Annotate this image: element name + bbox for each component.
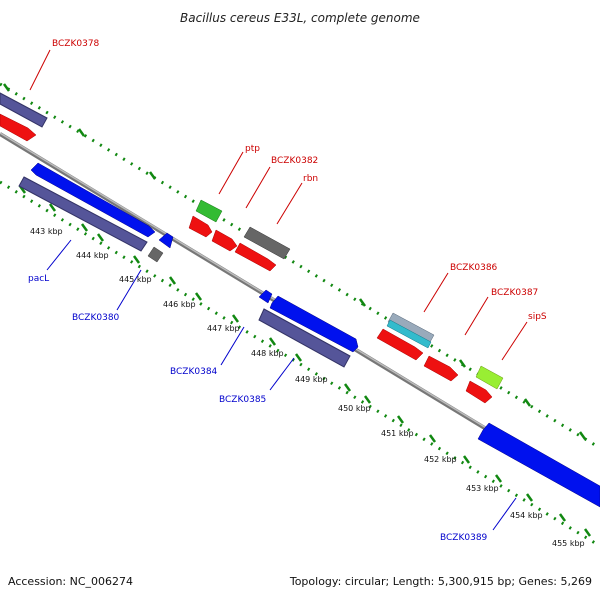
kbp-label: 443 kbp [30,227,63,236]
gene-label-rbn[interactable]: rbn [303,174,318,184]
kbp-label: 450 kbp [338,404,371,413]
gene-label-bczk0385[interactable]: BCZK0385 [219,395,266,405]
cds-ptp-arrow [188,215,213,238]
gene-bczk0385-box [258,308,351,368]
gene-bczk0386-box [386,312,435,349]
kbp-label: 453 kbp [466,484,499,493]
cds-bczk0380-arrow [158,232,174,249]
cds-bczk0387-arrow [423,355,459,382]
cds-bczk0384-arrow [258,289,273,304]
cds-bczk0386-arrow [376,328,424,361]
inner-tick-rail [0,180,600,548]
gene-label-bczk0382[interactable]: BCZK0382 [271,156,318,166]
gene-label-bczk0389[interactable]: BCZK0389 [440,533,488,543]
gene-rbn-box [243,226,291,260]
cds-sips-arrow [465,380,493,404]
gene-sips-box [475,365,504,390]
cds-bczk0382-arrow [211,229,238,252]
gene-label-bczk0378[interactable]: BCZK0378 [52,39,100,49]
gene-ptp-box [195,199,223,223]
reverse-leader-lines [46,239,517,531]
kbp-label: 455 kbp [552,539,585,548]
gene-label-sips[interactable]: sipS [528,312,547,322]
genome-summary-text: Topology: circular; Length: 5,300,915 bp… [289,575,592,588]
cds-bczk0385-arrow [269,295,359,353]
gene-label-bczk0387[interactable]: BCZK0387 [491,288,538,298]
gene-label-bczk0386[interactable]: BCZK0386 [450,263,498,273]
cds-pacl-arrow [30,162,156,238]
kbp-label: 444 kbp [76,251,109,260]
cds-forward-arrow [0,113,37,142]
kbp-label: 448 kbp [251,349,284,358]
gene-bczk0380-box [147,246,164,263]
outer-tick-rail [0,82,600,450]
kbp-label: 446 kbp [163,300,196,309]
forward-leader-lines [29,49,528,361]
gene-label-bczk0384[interactable]: BCZK0384 [170,367,218,377]
gene-label-ptp[interactable]: ptp [245,144,260,154]
kbp-label: 447 kbp [207,324,240,333]
map-title: Bacillus cereus E33L, complete genome [180,11,420,25]
gene-pacl-box [18,176,148,252]
kbp-label: 451 kbp [381,429,414,438]
kbp-label: 449 kbp [295,375,328,384]
gene-bczk0378-box [0,92,48,128]
kbp-label: 454 kbp [510,511,543,520]
cds-bczk0389-arrow [477,422,600,508]
gene-label-pacl[interactable]: pacL [28,274,49,284]
kbp-label: 452 kbp [424,455,457,464]
accession-text: Accession: NC_006274 [8,575,133,588]
cds-rbn-arrow [234,242,277,272]
gene-label-bczk0380[interactable]: BCZK0380 [72,313,120,323]
